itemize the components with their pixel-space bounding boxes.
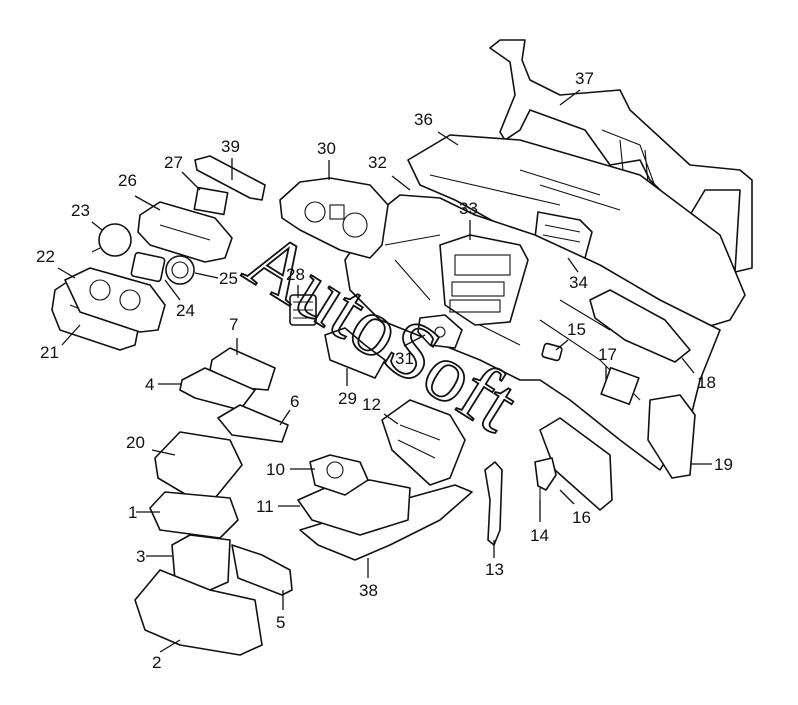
callout-leader-6: [279, 409, 291, 426]
part-17-switch-module: [600, 366, 640, 406]
callout-number-31: 31: [395, 349, 414, 368]
part-1-frame: [149, 491, 239, 539]
part-23-gauge: [91, 223, 132, 257]
callout-number-37: 37: [575, 69, 594, 88]
callout-number-38: 38: [359, 581, 378, 600]
callout-number-21: 21: [40, 343, 59, 362]
callout-number-34: 34: [569, 273, 588, 292]
callout-leader-34: [567, 257, 579, 273]
callout-number-17: 17: [598, 345, 617, 364]
callout-leader-20: [151, 449, 176, 456]
callout-number-23: 23: [71, 201, 90, 220]
callout-number-32: 32: [368, 153, 387, 172]
callout-number-1: 1: [128, 503, 137, 522]
part-39-connector-strip: [194, 155, 266, 201]
callout-leader-23: [91, 221, 103, 231]
part-22-cluster-mask: [64, 267, 166, 333]
part-14-ignition-lock: [534, 457, 557, 505]
callout-number-39: 39: [221, 137, 240, 156]
callout-number-15: 15: [567, 320, 586, 339]
part-24-gauge-board: [130, 251, 166, 283]
callout-number-10: 10: [266, 460, 285, 479]
callout-number-29: 29: [338, 389, 357, 408]
part-2-console-base: [134, 569, 263, 656]
callout-leader-22: [57, 267, 76, 279]
part-31-switch-panel: [417, 314, 463, 349]
part-30-cluster-hood: [279, 177, 389, 259]
callout-number-20: 20: [126, 433, 145, 452]
callout-number-24: 24: [176, 301, 195, 320]
callout-number-36: 36: [414, 110, 433, 129]
callout-leader-2: [159, 639, 181, 653]
part-10-cupholder: [309, 454, 369, 496]
callout-leader-15: [555, 339, 569, 351]
callout-number-2: 2: [152, 653, 161, 672]
callout-number-19: 19: [714, 455, 733, 474]
callout-leader-16: [559, 489, 575, 505]
callout-leader-37: [559, 89, 581, 106]
callout-number-33: 33: [459, 199, 478, 218]
callout-number-3: 3: [136, 547, 145, 566]
part-15-switch: [541, 342, 563, 362]
part-18-glovebox-lid: [589, 289, 691, 363]
callout-number-22: 22: [36, 247, 55, 266]
part-29-cover: [324, 327, 386, 379]
callout-leader-26: [134, 195, 161, 211]
callout-number-28: 28: [286, 265, 305, 284]
callout-number-11: 11: [256, 497, 274, 516]
callout-number-6: 6: [290, 392, 299, 411]
part-12-console-bezel: [381, 399, 466, 486]
callout-number-12: 12: [362, 395, 381, 414]
callout-leader-36: [437, 131, 459, 146]
callout-number-30: 30: [317, 139, 336, 158]
callout-number-13: 13: [485, 560, 504, 579]
callout-leader-12: [383, 413, 399, 425]
part-28-vent: [289, 294, 317, 326]
part-33-center-vent-bezel: [439, 234, 529, 326]
part-5-side-bracket: [231, 544, 293, 596]
callout-leader-18: [681, 357, 695, 374]
callout-leader-32: [391, 175, 411, 191]
callout-leader-27: [181, 171, 201, 191]
part-20-lid: [154, 431, 243, 501]
part-26-cluster-housing: [137, 201, 233, 263]
part-13-bracket: [484, 461, 503, 546]
callout-number-4: 4: [145, 375, 154, 394]
callout-number-25: 25: [219, 269, 238, 288]
callout-number-16: 16: [572, 508, 591, 527]
part-25-gauge: [165, 255, 195, 285]
callout-number-5: 5: [276, 613, 285, 632]
callout-leader-25: [194, 272, 219, 279]
callout-number-27: 27: [164, 153, 183, 172]
part-6-cassette: [217, 404, 289, 443]
callout-leader-24: [164, 279, 181, 301]
callout-number-18: 18: [697, 373, 716, 392]
callout-number-7: 7: [229, 315, 238, 334]
callout-number-14: 14: [530, 526, 549, 545]
part-27-circuit-board: [193, 186, 229, 216]
callout-labels: 1234567101112131415161718192021222324252…: [36, 69, 733, 672]
part-19-end-cap: [647, 394, 696, 479]
callout-number-26: 26: [118, 171, 137, 190]
callout-leader-31: [403, 334, 426, 347]
callout-leader-21: [61, 324, 81, 346]
